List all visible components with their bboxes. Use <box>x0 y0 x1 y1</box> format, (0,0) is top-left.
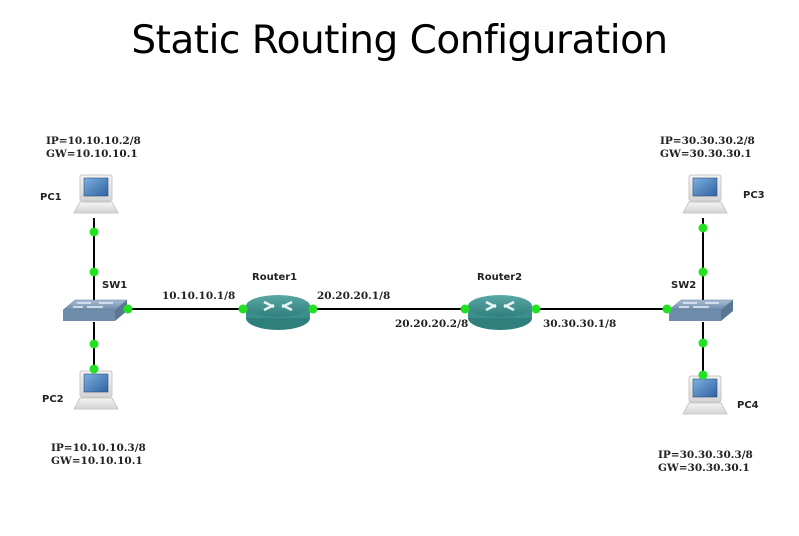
port-dots <box>89 223 708 380</box>
pc3-icon[interactable] <box>682 174 728 214</box>
router1-name: Router1 <box>252 272 298 283</box>
pc2-icon[interactable] <box>73 370 119 410</box>
router2-if-right-label: 30.30.30.1/8 <box>543 318 617 330</box>
pc2-name: PC2 <box>42 394 64 405</box>
pc1-name: PC1 <box>40 192 62 203</box>
pc1-gw-label: GW=10.10.10.1 <box>46 148 138 160</box>
router2-name: Router2 <box>477 272 523 283</box>
pc3-ip-label: IP=30.30.30.2/8 <box>660 135 755 147</box>
sw2-icon[interactable] <box>668 299 734 322</box>
sw2-name: SW2 <box>671 280 697 291</box>
pc4-ip-label: IP=30.30.30.3/8 <box>658 449 753 461</box>
pc3-name: PC3 <box>743 190 765 201</box>
router2-icon[interactable] <box>466 293 534 332</box>
pc1-ip-label: IP=10.10.10.2/8 <box>46 135 141 147</box>
page-title: Static Routing Configuration <box>131 18 668 63</box>
router2-if-left-label: 20.20.20.2/8 <box>395 318 469 330</box>
router1-icon[interactable] <box>244 293 312 332</box>
pc2-gw-label: GW=10.10.10.1 <box>51 455 143 467</box>
router1-if-right-label: 20.20.20.1/8 <box>317 290 391 302</box>
pc4-icon[interactable] <box>682 375 728 415</box>
sw1-name: SW1 <box>102 280 128 291</box>
sw1-icon[interactable] <box>62 299 128 322</box>
pc4-name: PC4 <box>737 400 759 411</box>
pc2-ip-label: IP=10.10.10.3/8 <box>51 442 146 454</box>
router1-if-left-label: 10.10.10.1/8 <box>162 290 236 302</box>
pc4-gw-label: GW=30.30.30.1 <box>658 462 750 474</box>
pc1-icon[interactable] <box>73 174 119 214</box>
pc3-gw-label: GW=30.30.30.1 <box>660 148 752 160</box>
